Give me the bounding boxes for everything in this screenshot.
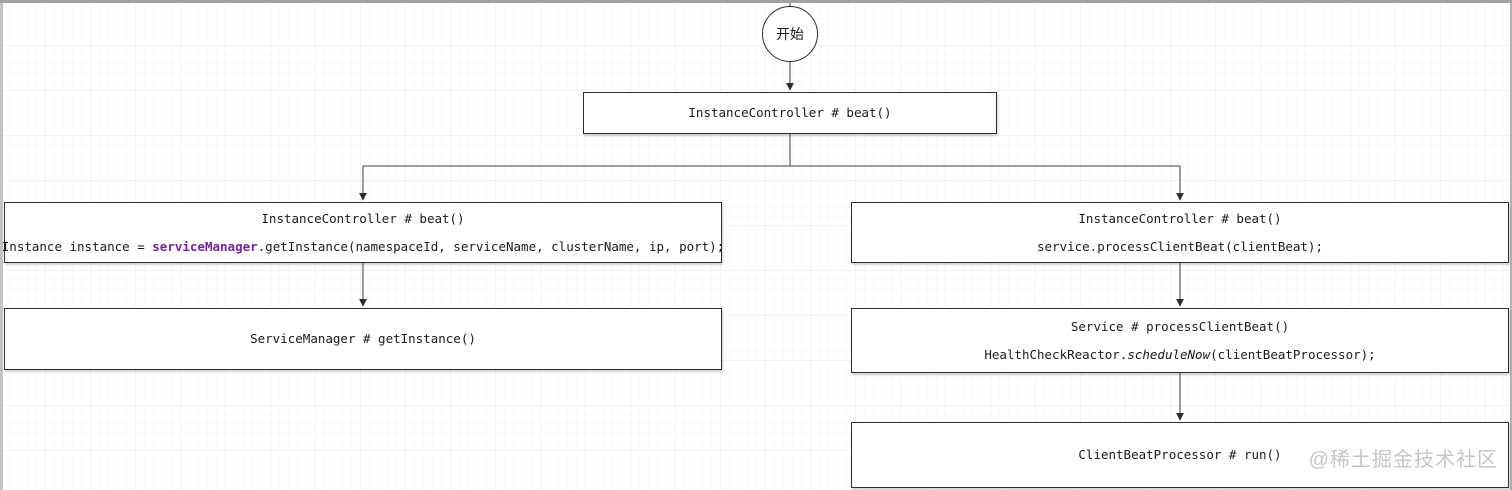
start-node: 开始 — [762, 6, 818, 62]
node-title: InstanceController # beat() — [688, 105, 892, 120]
node-servicemanager-getinstance: ServiceManager # getInstance() — [4, 308, 722, 370]
node-instancecontroller-beat-right: InstanceController # beat() service.proc… — [851, 202, 1509, 263]
code-segment: Instance instance = — [1, 238, 153, 254]
code-segment-highlight: serviceManager — [152, 238, 258, 254]
node-title: Service # processClientBeat() — [1070, 318, 1290, 334]
watermark: @稀土掘金技术社区 — [1308, 449, 1498, 471]
code-segment-italic: scheduleNow — [1127, 346, 1211, 362]
canvas-left-edge — [0, 3, 3, 490]
node-title: InstanceController # beat() — [261, 210, 465, 226]
code-segment: (clientBeatProcessor); — [1210, 346, 1376, 362]
code-segment: HealthCheckReactor. — [984, 346, 1128, 362]
node-instancecontroller-beat-top: InstanceController # beat() — [583, 92, 997, 134]
node-clientbeatprocessor-run: ClientBeatProcessor # run() — [851, 422, 1509, 488]
node-title: ClientBeatProcessor # run() — [1078, 447, 1282, 462]
canvas-top-edge — [0, 0, 1512, 3]
node-code: service.processClientBeat(clientBeat); — [1037, 238, 1323, 254]
canvas-right-edge — [1510, 3, 1512, 490]
code-segment: .getInstance(namespaceId, serviceName, c… — [257, 238, 725, 254]
node-title: ServiceManager # getInstance() — [250, 331, 476, 346]
node-service-processclientbeat: Service # processClientBeat() HealthChec… — [851, 308, 1509, 373]
node-instancecontroller-beat-left: InstanceController # beat() Instance ins… — [1, 202, 725, 263]
start-node-label: 开始 — [776, 26, 804, 42]
node-code: HealthCheckReactor.scheduleNow(clientBea… — [984, 346, 1376, 362]
node-title: InstanceController # beat() — [1078, 210, 1282, 226]
node-code: Instance instance = serviceManager.getIn… — [1, 238, 725, 254]
